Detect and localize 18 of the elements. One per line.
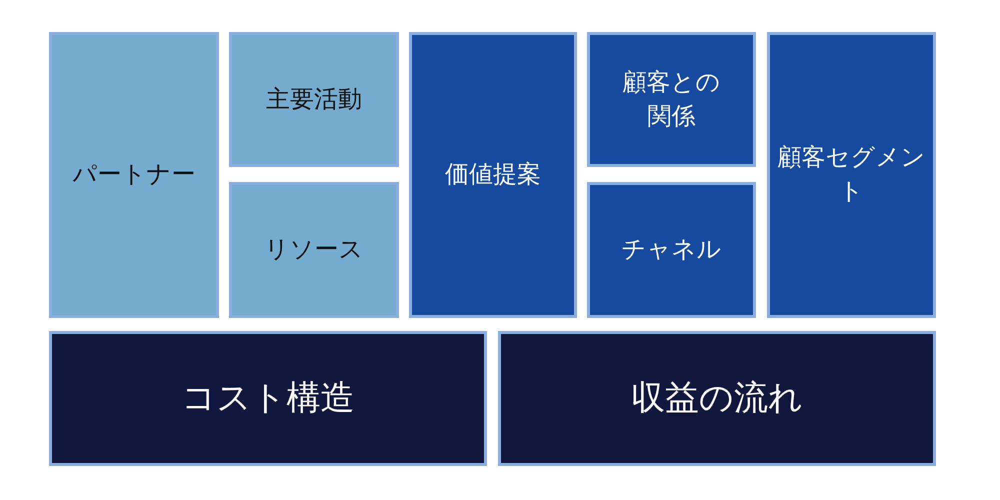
block-label: リソース — [264, 234, 364, 266]
block-label: 価値提案 — [445, 159, 541, 190]
block-label: 顧客との関係 — [622, 66, 722, 132]
block-label: コスト構造 — [182, 376, 354, 420]
block-label: チャネル — [622, 234, 722, 266]
block-label: 主要活動 — [266, 84, 362, 115]
canvas-block — [229, 32, 399, 167]
block-label: 顧客セグメント — [776, 142, 926, 207]
block-label: パートナー — [72, 159, 196, 190]
canvas-block — [587, 32, 756, 167]
canvas-block — [49, 331, 487, 466]
canvas-block — [49, 32, 219, 318]
canvas-block — [587, 182, 756, 318]
canvas-block — [409, 32, 577, 318]
block-label: 収益の流れ — [631, 376, 803, 420]
canvas-block — [767, 32, 936, 318]
canvas-block — [229, 182, 399, 318]
canvas-block — [498, 331, 936, 466]
